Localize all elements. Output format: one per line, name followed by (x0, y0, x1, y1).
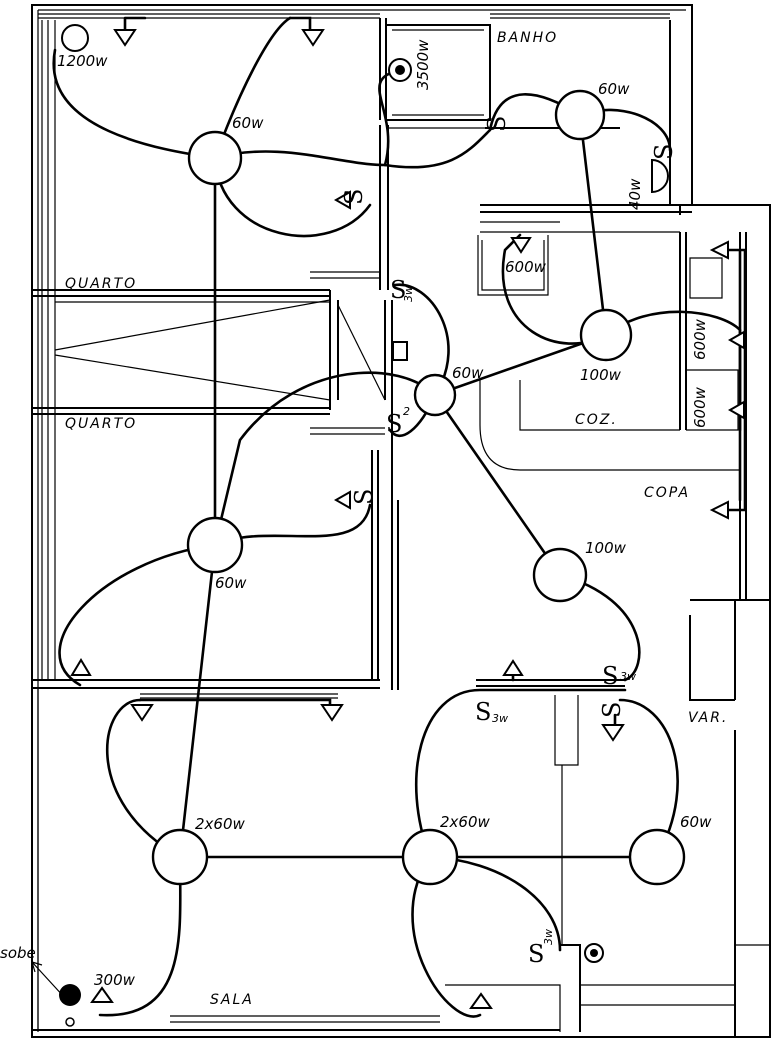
label-coz-outlet1: 600w (691, 318, 709, 360)
room-quarto2: QUARTO (65, 416, 137, 432)
label-sobe: sobe (0, 944, 36, 962)
banho-outlet (651, 158, 669, 194)
room-cozinha: COZ. (575, 412, 618, 428)
outlet-triangle (113, 29, 137, 47)
switch-banho-outlet: S (650, 144, 678, 160)
switch-var: S (598, 702, 626, 718)
label-banho-lamp: 60w (598, 80, 630, 98)
room-labels: BANHO QUARTO QUARTO COZ. COPA VAR. SALA (65, 30, 728, 1008)
switch-copa: S (602, 662, 618, 690)
switch-box (392, 341, 408, 361)
outlet-triangle (510, 237, 532, 254)
label-shower: 3500w (414, 39, 432, 90)
switch-hall1: S (390, 276, 406, 304)
lamp-sala1 (151, 828, 209, 886)
outlet-triangle (320, 704, 344, 722)
label-sala-outlet: 300w (94, 971, 136, 989)
label-hall-lamp: 60w (452, 364, 484, 382)
room-quarto1: QUARTO (65, 276, 137, 292)
label-heater: 1200w (57, 52, 108, 70)
switch-labels: S S S S 3w S 2 S S 3w S 3w S S 3w (340, 116, 678, 968)
switch-q2: S (350, 489, 378, 505)
heater-symbol (61, 24, 89, 52)
label-q2-lamp: 60w (215, 574, 247, 592)
label-sala-lamp2: 2x60w (440, 813, 491, 831)
shower-inner (395, 65, 405, 75)
switch-sala1: S (475, 698, 491, 726)
room-sala: SALA (210, 992, 254, 1008)
lamp-quarto2 (186, 516, 244, 574)
label-banho-outlet: 40w (626, 178, 644, 210)
room-copa: COPA (644, 485, 690, 501)
sobe-arrow (31, 961, 66, 999)
lamps (151, 89, 686, 886)
label-copa-lamp: 100w (585, 539, 627, 557)
switch-sala1-sub: 3w (492, 712, 508, 725)
load-labels: 1200w 3500w 40w 600w 600w 600w 300w sobe (0, 39, 709, 989)
outlet-triangle (709, 500, 729, 520)
label-coz-lamp: 100w (580, 366, 622, 384)
lamp-varanda (628, 828, 686, 886)
outlet-triangle (333, 190, 351, 210)
walls (31, 4, 771, 1038)
outlet-triangle (130, 704, 154, 722)
fixture-labels: 60w 60w 60w 100w 100w 60w 2x60w 2x60w 60… (195, 80, 712, 833)
outlet-triangle (601, 724, 625, 742)
outlet-triangle (502, 659, 524, 676)
label-var-lamp: 60w (680, 813, 712, 831)
switch-copa-sub: 3w (620, 670, 636, 683)
label-coz-outlet2: 600w (691, 386, 709, 428)
lamp-quarto1 (187, 130, 243, 186)
switch-hall2: S (386, 410, 402, 438)
bell-inner (590, 949, 598, 957)
lamp-banho (554, 89, 606, 141)
panel-symbol (59, 984, 81, 1006)
panel-ring (65, 1017, 75, 1027)
switch-q1: S (340, 189, 368, 205)
outlet-triangle (90, 986, 114, 1003)
switch-hall2-sub: 2 (403, 405, 410, 418)
lamp-hall (413, 373, 457, 417)
room-banho: BANHO (497, 30, 558, 46)
wiring (52, 16, 747, 1018)
outlet-triangle (333, 490, 351, 510)
label-sala-lamp1: 2x60w (195, 815, 246, 833)
lamp-copa (532, 547, 588, 603)
outlets (31, 24, 745, 1027)
lamp-cozinha (579, 308, 633, 362)
lamp-sala2 (401, 828, 459, 886)
outlet-triangle (469, 992, 493, 1009)
switch-banho: S (483, 116, 511, 132)
switch-sala2: S (528, 940, 544, 968)
outlet-triangle (727, 330, 745, 350)
label-tank: 600w (505, 258, 547, 276)
switch-sala2-sub: 3w (542, 929, 555, 945)
outlet-triangle (70, 658, 92, 676)
outlet-triangle (709, 240, 729, 260)
outlet-triangle (301, 29, 325, 47)
label-q1-lamp: 60w (232, 114, 264, 132)
switch-hall1-sub: 3w (402, 286, 415, 302)
room-varanda: VAR. (688, 710, 728, 726)
outlet-triangle (727, 400, 745, 420)
